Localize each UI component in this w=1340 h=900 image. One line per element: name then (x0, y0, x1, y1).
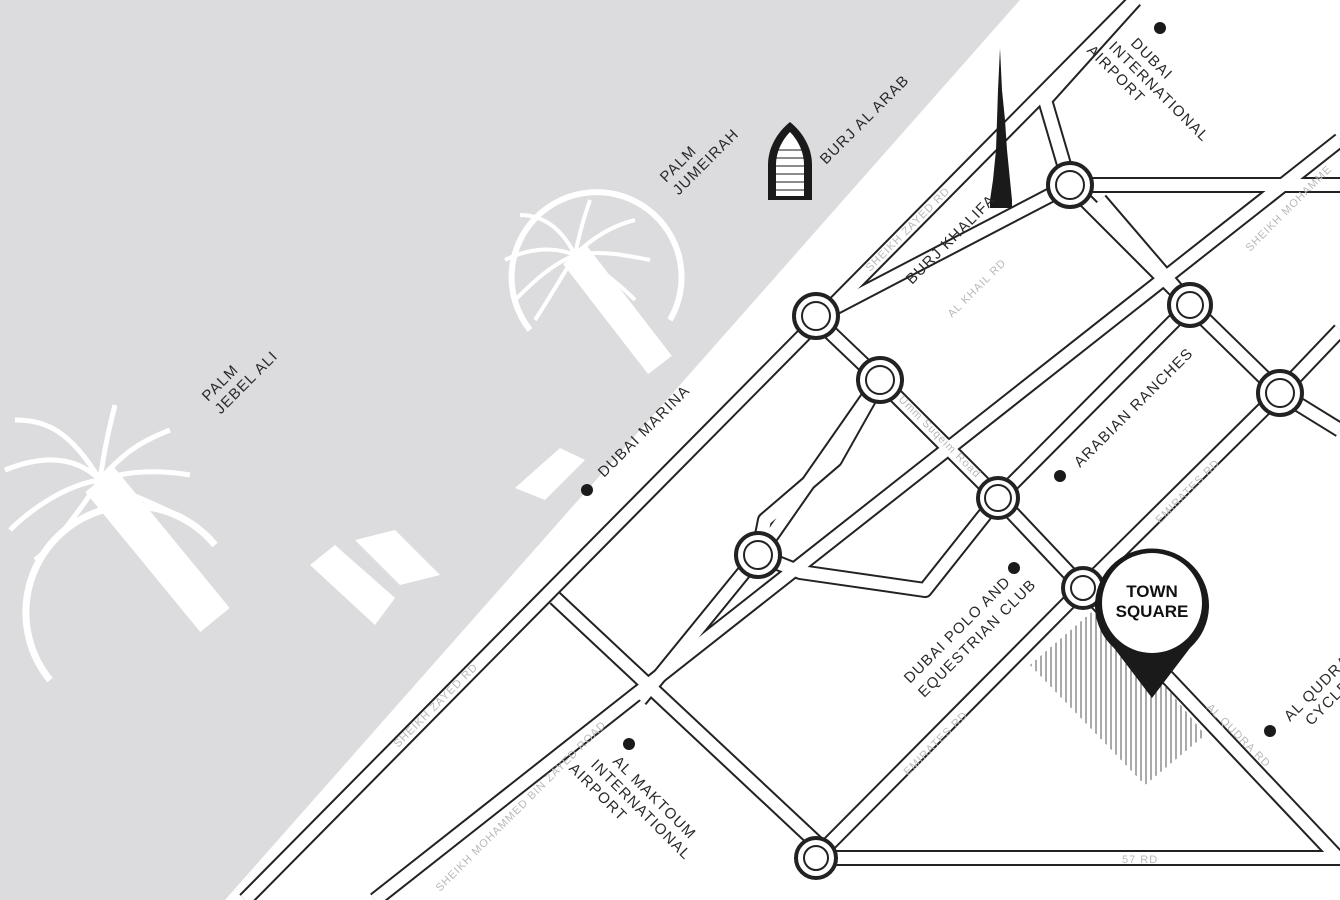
sheikh-mohammed-bin-zayed-rd-label: SHEIKH MOHAMMED BIN ZAYED ROAD (434, 719, 609, 894)
maktoum-airport-label: AL MAKTOUM INTERNATIONAL AIRPORT (565, 734, 710, 879)
emirates-rd-label-upper: EMIRATES RD (1154, 457, 1223, 526)
al-qudra-cycle-marker (1264, 725, 1276, 737)
palm-jumeirah-island (504, 189, 685, 375)
dubai-airport-marker (1154, 22, 1166, 34)
pin-inner-circle (1102, 553, 1202, 653)
arabian-ranches-marker (1054, 470, 1066, 482)
burj-khalifa-icon (990, 48, 1012, 208)
pin-label-line2: SQUARE (1116, 602, 1189, 621)
polo-club-marker (1008, 562, 1020, 574)
sea-area (0, 0, 1020, 900)
dubai-marina-marker (581, 484, 593, 496)
rd-57-label: 57 RD (1122, 854, 1158, 866)
pin-label-line1: TOWN (1126, 582, 1178, 601)
maktoum-airport-marker (623, 738, 635, 750)
marina-shapes (310, 448, 585, 625)
palm-jebel-ali-island (4, 404, 230, 683)
al-qudra-cycle-label: AL QUDRA CYCLE T (1281, 649, 1340, 738)
town-square-area (1030, 605, 1205, 785)
burj-al-arab-icon (768, 122, 812, 200)
al-khail-rd-label: AL KHAIL RD (946, 257, 1009, 320)
emirates-rd-label-lower: EMIRATES RD (902, 709, 971, 778)
town-square-pin[interactable]: TOWN SQUARE (1094, 548, 1209, 698)
roundabout-centers (743, 170, 1295, 871)
road-network (239, 0, 1340, 900)
